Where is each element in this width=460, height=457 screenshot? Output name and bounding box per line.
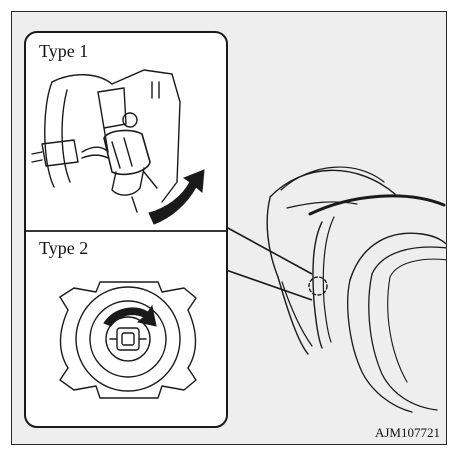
type1-label: Type 1 (39, 41, 88, 62)
diagram-art (12, 12, 447, 445)
callout-leader-lines (226, 227, 312, 300)
illustration-frame: Type 1 Type 2 AJM107721 (11, 11, 447, 445)
vehicle-fender-illustration (267, 167, 447, 412)
callout-box (25, 32, 227, 427)
type2-label: Type 2 (39, 238, 88, 259)
figure-code: AJM107721 (375, 425, 440, 441)
